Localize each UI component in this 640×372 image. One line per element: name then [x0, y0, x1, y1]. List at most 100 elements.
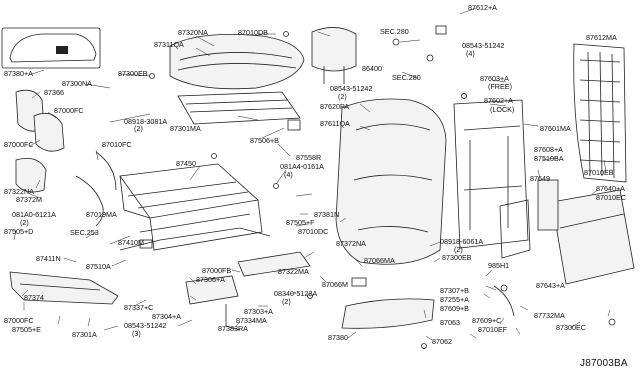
- label-87450: 87450: [176, 159, 196, 168]
- side-covers: [15, 89, 65, 193]
- label-87609+C: 87609+C: [472, 316, 501, 325]
- label-87000FB: 87000FB: [202, 266, 231, 275]
- cushion-finisher: [185, 251, 435, 329]
- label-sec-280-b: SEC.280: [392, 73, 421, 82]
- label-87366: 87366: [44, 88, 64, 97]
- label-86400: 86400: [362, 64, 382, 73]
- label-87609+B: 87609+B: [440, 304, 469, 313]
- vehicle-locator-inset: [1, 27, 101, 69]
- label-87510BA: 87510BA: [534, 154, 564, 163]
- label-08918-6061A: 08918-6061A: [440, 237, 483, 246]
- label-sec-253: SEC.253: [70, 228, 99, 237]
- label-87307+B: 87307+B: [440, 286, 469, 295]
- label-87374: 87374: [24, 293, 44, 302]
- label-87612MA: 87612MA: [586, 33, 617, 42]
- label-87505+D: 87505+D: [4, 227, 33, 236]
- label-87506+B: 87506+B: [250, 136, 279, 145]
- label-87066M: 87066M: [322, 280, 348, 289]
- label-87640+A: 87640+A: [596, 184, 625, 193]
- label-87300NA: 87300NA: [62, 79, 92, 88]
- label-87620PA: 87620PA: [320, 102, 349, 111]
- hardware: [139, 25, 616, 349]
- label-87255+A: 87255+A: [440, 295, 469, 304]
- label-87320NA: 87320NA: [178, 28, 208, 37]
- label-081A0-6121A: 081A0-6121A: [12, 210, 56, 219]
- label-87010EC: 87010EC: [596, 193, 626, 202]
- label-qty-2-d: (2): [454, 245, 463, 254]
- label-87649: 87649: [530, 174, 550, 183]
- label-qty-2-e: (2): [282, 297, 291, 306]
- label-87381N: 87381N: [314, 210, 339, 219]
- label-87000FC-a: 87000FC: [54, 106, 84, 115]
- label-87383RA: 87383RA: [218, 324, 248, 333]
- cushion-frame: [177, 91, 301, 125]
- label-87603+A: 87603+A: [480, 74, 509, 83]
- headrest: [311, 27, 357, 84]
- label-87300EB-b: 87300EB: [442, 253, 472, 262]
- lumbar-module: [499, 179, 559, 259]
- label-985H1: 985H1: [488, 261, 509, 270]
- label-qty-2-c: (2): [20, 218, 29, 227]
- label-87019MA: 87019MA: [86, 210, 117, 219]
- leader-lines: [13, 7, 611, 341]
- label-87411N: 87411N: [36, 254, 61, 263]
- label-87066MA: 87066MA: [364, 256, 395, 265]
- label-87643+A: 87643+A: [536, 281, 565, 290]
- label-sec-280-a: SEC.280: [380, 27, 409, 36]
- label-87301A: 87301A: [72, 330, 97, 339]
- label-87062: 87062: [432, 337, 452, 346]
- drawing-code: J87003BA: [580, 358, 628, 369]
- label-87380+A: 87380+A: [4, 69, 33, 78]
- label-free: (FREE): [488, 82, 512, 91]
- label-08543-51242-2: 08543-51242: [330, 84, 372, 93]
- label-87732MA: 87732MA: [534, 311, 565, 320]
- side-panel-right: [551, 189, 635, 285]
- label-qty-4-b: (4): [284, 170, 293, 179]
- back-board: [573, 43, 627, 183]
- wire-harness: [75, 151, 117, 227]
- label-87612+A: 87612+A: [468, 3, 497, 12]
- label-87505+E: 87505+E: [12, 325, 41, 334]
- label-87010DB: 87010DB: [238, 28, 268, 37]
- label-qty-2-a: (2): [134, 124, 143, 133]
- seat-back-frame: [453, 99, 529, 249]
- label-87063: 87063: [440, 318, 460, 327]
- label-87311QA: 87311QA: [154, 40, 184, 49]
- label-qty-4-a: (4): [466, 49, 475, 58]
- label-87303+A: 87303+A: [244, 307, 273, 316]
- label-87322MA: 87322MA: [278, 267, 309, 276]
- label-lock: (LOCK): [490, 105, 514, 114]
- label-87300EC: 87300EC: [556, 323, 586, 332]
- label-87010FC: 87010FC: [102, 140, 132, 149]
- label-87304+A: 87304+A: [152, 312, 181, 321]
- label-08543-51242-4: 08543-51242: [462, 41, 504, 50]
- label-08918-3081A: 08918-3081A: [124, 117, 167, 126]
- label-87334MA: 87334MA: [236, 316, 267, 325]
- label-87337+C: 87337+C: [124, 303, 153, 312]
- label-87410M: 87410M: [118, 238, 144, 247]
- label-87601MA: 87601MA: [540, 124, 571, 133]
- label-87010EF: 87010EF: [478, 325, 508, 334]
- seat-cushion-pad: [169, 33, 305, 90]
- label-qty-3: (3): [132, 329, 141, 338]
- label-08340-5122A: 08340-5122A: [274, 289, 317, 298]
- label-87000FC-c: 87000FC: [4, 316, 34, 325]
- label-87372NA: 87372NA: [336, 239, 366, 248]
- label-87611QA: 87611QA: [320, 119, 350, 128]
- label-87010DC: 87010DC: [298, 227, 328, 236]
- label-87300EB-a: 87300EB: [118, 69, 148, 78]
- label-87558R: 87558R: [296, 153, 321, 162]
- label-qty-2-b: (2): [338, 92, 347, 101]
- label-87301MA: 87301MA: [170, 124, 201, 133]
- label-87505+F: 87505+F: [286, 218, 315, 227]
- label-87510A: 87510A: [86, 262, 111, 271]
- label-87322NA: 87322NA: [4, 187, 34, 196]
- label-87608+A: 87608+A: [534, 145, 563, 154]
- label-87010EB: 87010EB: [584, 168, 614, 177]
- label-87380: 87380: [328, 333, 348, 342]
- seat-location-marker: [56, 46, 68, 54]
- side-shield: [9, 271, 119, 305]
- seat-frame: [119, 163, 271, 251]
- label-87602+A: 87602+A: [484, 96, 513, 105]
